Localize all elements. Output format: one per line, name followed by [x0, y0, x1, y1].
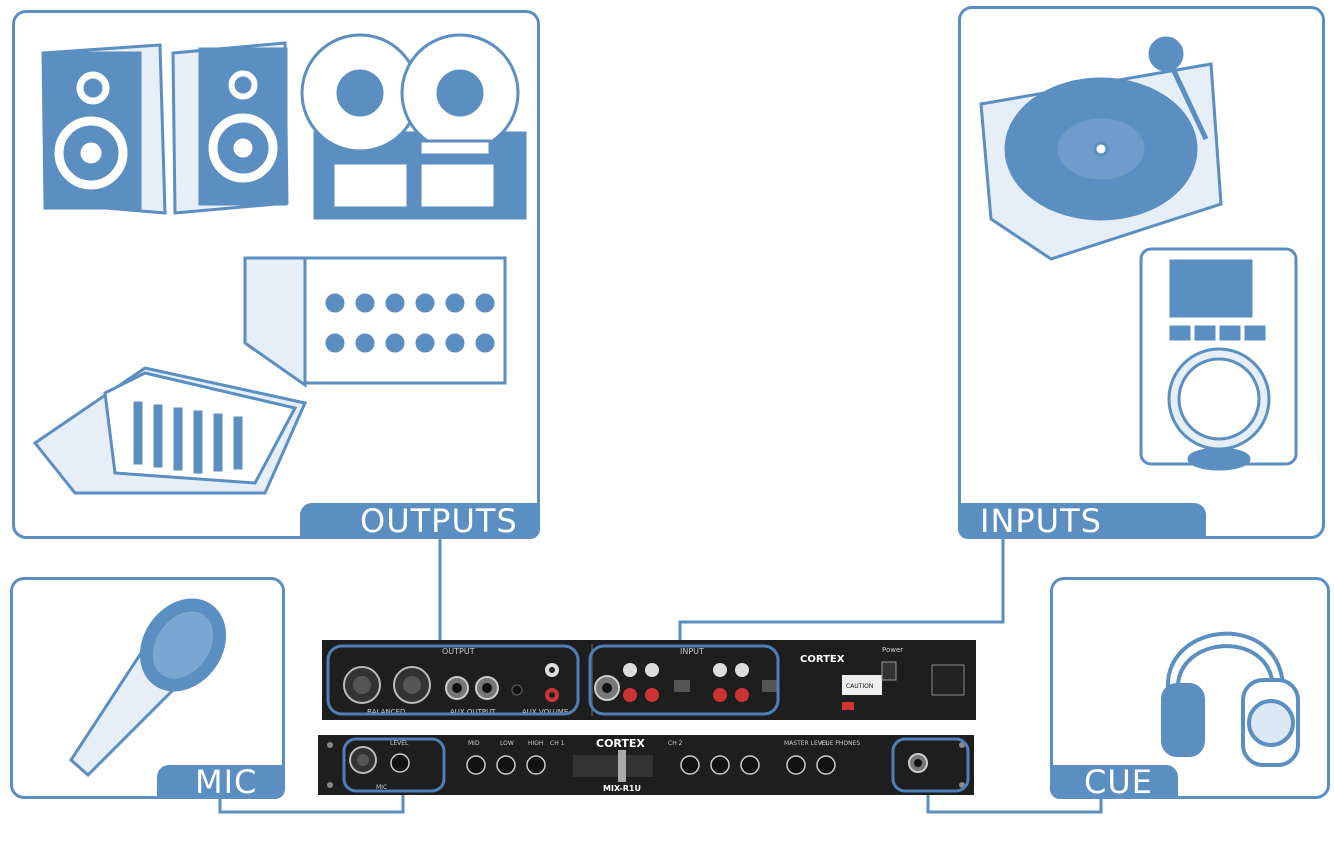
headphones-illustration	[1161, 631, 1300, 767]
ch1-label: CH 1	[550, 740, 565, 747]
mic-front-label: MIC	[376, 784, 387, 791]
cue-phones-label: CUE PHONES	[821, 740, 860, 747]
ch2-high-knob[interactable]	[740, 755, 760, 775]
level-label: LEVEL	[390, 740, 409, 747]
phono-line-switch[interactable]	[674, 680, 690, 692]
outputs-label: OUTPUTS	[300, 502, 540, 540]
power-switch[interactable]	[881, 661, 897, 681]
speaker-icon	[41, 43, 167, 215]
low-label: LOW	[500, 740, 514, 747]
ch1-low-knob[interactable]	[496, 755, 516, 775]
speaker-icon	[171, 41, 289, 215]
iec-power-socket[interactable]	[931, 664, 965, 696]
aux-volume-knob[interactable]	[511, 684, 523, 696]
cd-player-icon	[1139, 247, 1298, 471]
mid-label: MID	[468, 740, 480, 747]
ch2-label: CH 2	[668, 740, 683, 747]
crossfader-track	[573, 755, 653, 777]
mic-level-knob[interactable]	[390, 753, 410, 773]
output-section-label: OUTPUT	[442, 647, 475, 656]
rack-processor-icon	[243, 256, 507, 388]
balanced-label: BALANCED	[367, 708, 405, 716]
cue-level-knob[interactable]	[816, 755, 836, 775]
turntable-icon	[979, 36, 1223, 261]
microphone-illustration	[69, 598, 227, 778]
high-label: HIGH	[528, 740, 543, 747]
model-label: MIX-R1U	[603, 784, 641, 793]
headphone-jack[interactable]	[908, 753, 928, 773]
xlr-output-right[interactable]	[393, 666, 431, 704]
rca-outputs[interactable]	[545, 663, 559, 702]
mixer-front-panel: MIC LEVEL MID LOW HIGH CH 1 CH 2 MASTER …	[318, 735, 974, 795]
mic-highlight	[342, 737, 446, 793]
phono-line-switch-2[interactable]	[762, 680, 778, 692]
master-level-label: MASTER LEVEL	[784, 740, 830, 747]
mic-label: MIC	[157, 763, 285, 801]
ch2-low-knob[interactable]	[710, 755, 730, 775]
aux-jack-right[interactable]	[475, 676, 499, 700]
cue-highlight	[891, 737, 970, 793]
caution-label: CAUTION	[846, 683, 873, 690]
rca-inputs-ch2[interactable]	[713, 663, 749, 702]
aux-volume-label: AUX VOLUME	[522, 708, 568, 716]
ch1-high-knob[interactable]	[526, 755, 546, 775]
rear-brand: CORTEX	[800, 654, 845, 665]
cue-label: CUE	[1050, 763, 1178, 801]
input-section-label: INPUT	[680, 647, 704, 656]
voltage-selector[interactable]	[842, 702, 854, 710]
cue-panel: CUE	[1050, 577, 1330, 801]
xlr-output-left[interactable]	[343, 666, 381, 704]
aux-jack-left[interactable]	[445, 676, 469, 700]
outputs-highlight	[326, 644, 580, 716]
reel-to-reel-icon	[300, 33, 527, 220]
crossfader-knob[interactable]	[618, 750, 626, 782]
inputs-label: INPUTS	[958, 502, 1206, 540]
inputs-highlight	[588, 644, 780, 716]
mic-input-xlr[interactable]	[349, 746, 377, 774]
front-brand: CORTEX	[596, 737, 645, 750]
output-devices-illustration	[32, 33, 527, 495]
power-label: Power	[882, 646, 903, 654]
input-devices-illustration	[979, 36, 1298, 471]
headphones-icon	[1161, 631, 1300, 767]
ch2-level-knob[interactable]	[680, 755, 700, 775]
rca-inputs-ch1[interactable]	[623, 663, 659, 702]
aux-output-label: AUX OUTPUT	[450, 708, 496, 716]
microphone-icon	[69, 598, 227, 778]
master-level-knob[interactable]	[786, 755, 806, 775]
mixer-rear-panel: OUTPUT BALANCED AUX OUTPUT AUX VOLUME IN…	[322, 640, 976, 720]
inputs-wire	[678, 536, 1005, 642]
mixing-console-icon	[32, 366, 308, 495]
inputs-panel: INPUTS	[958, 6, 1325, 540]
input-jack[interactable]	[594, 675, 620, 701]
ch1-mid-knob[interactable]	[466, 755, 486, 775]
outputs-panel: OUTPUTS	[12, 10, 540, 540]
caution-sticker	[842, 675, 882, 695]
mic-panel: MIC	[10, 577, 285, 801]
